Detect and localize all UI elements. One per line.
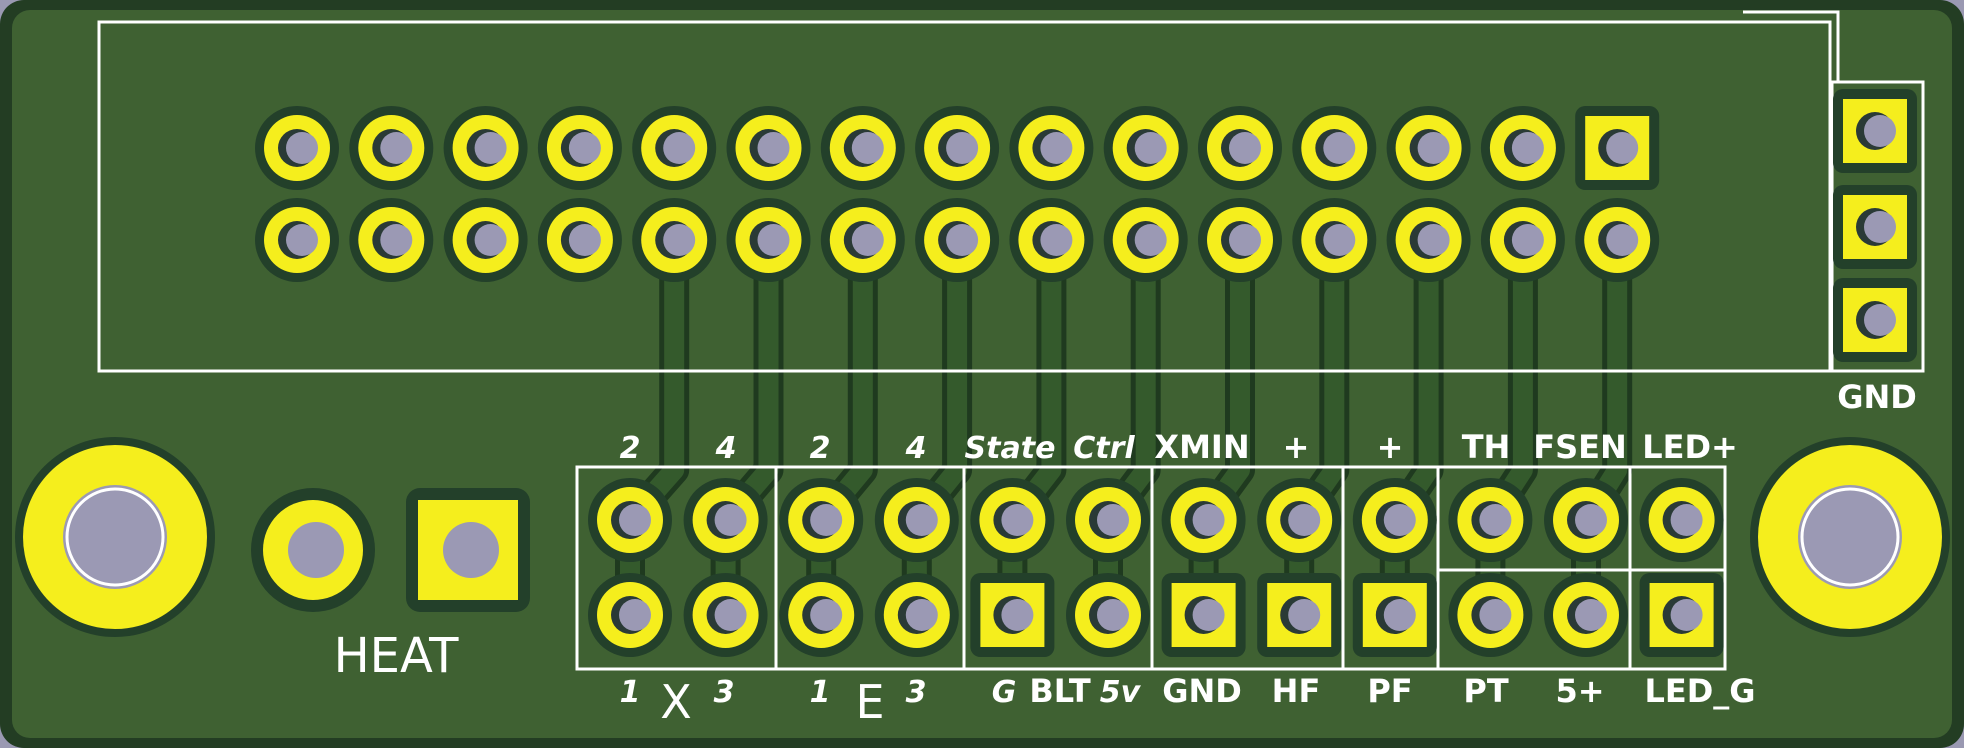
header-pad: [915, 198, 1000, 282]
connector-label-bottom: HF: [1272, 672, 1321, 710]
header-pad: [1386, 198, 1471, 282]
header-pad: [820, 198, 905, 282]
connector-label-bottom: E: [855, 675, 884, 729]
connector-label-bottom: 5+: [1555, 672, 1604, 710]
heat-label: HEAT: [334, 628, 460, 684]
connector-pad: [1161, 478, 1246, 562]
header-pad: [1480, 106, 1565, 190]
header-pad: [349, 106, 434, 190]
header-pad: [1198, 198, 1282, 282]
mounting-hole-left: [15, 437, 215, 637]
connector-label-top: XMIN: [1154, 428, 1249, 466]
gnd-header-pad: [1833, 185, 1917, 269]
connector-pad: [970, 478, 1055, 562]
connector-pad: [588, 573, 672, 657]
connector-label-top: 4: [715, 431, 737, 466]
header-pad: [349, 198, 434, 282]
header-pad: [1386, 106, 1471, 190]
connector-label-top: 4: [905, 431, 927, 466]
connector-pad: [1257, 478, 1342, 562]
header-pad: [1198, 106, 1282, 190]
header-pad: [255, 198, 339, 282]
mounting-hole-right: [1750, 437, 1950, 637]
connector-label-top: LED+: [1642, 428, 1738, 466]
header-pad: [1009, 106, 1094, 190]
connector-label-bottom: X: [660, 675, 692, 729]
header-pad: [1575, 106, 1660, 190]
bottom-connector-outline: [575, 465, 1727, 671]
header-pad: [537, 198, 622, 282]
connector-pad: [683, 478, 768, 562]
connector-label-bottom: 5v: [1100, 675, 1142, 710]
gnd-label-right: GND: [1837, 378, 1917, 416]
header-pad: [820, 106, 905, 190]
connector-pad: [970, 573, 1055, 657]
connector-label-bottom: G: [992, 675, 1017, 710]
header-pad: [1575, 198, 1660, 282]
connector-pad: [1448, 573, 1533, 657]
header-pad: [1103, 106, 1188, 190]
header-pad: [1103, 198, 1188, 282]
corner-mark: [1743, 10, 1840, 82]
gnd-header-pad: [1833, 278, 1917, 362]
connector-label-top: TH: [1462, 428, 1511, 466]
header-outline: [97, 20, 1832, 373]
connector-label-bottom: PT: [1463, 672, 1508, 710]
header-pad: [1009, 198, 1094, 282]
connector-pad: [779, 478, 864, 562]
connector-label-bottom: BLT: [1029, 672, 1090, 710]
connector-label-bottom: 1: [810, 675, 831, 710]
connector-label-bottom: LED_G: [1644, 672, 1755, 710]
gnd-header-outline: [1830, 80, 1925, 373]
connector-label-bottom: 3: [714, 675, 735, 710]
connector-pad: [874, 573, 959, 657]
connector-pad: [1352, 573, 1437, 657]
gnd-header-pad: [1833, 89, 1917, 173]
header-pad: [726, 198, 811, 282]
connector-pad: [779, 573, 864, 657]
connector-label-top: 2: [620, 431, 641, 466]
header-pad: [1292, 106, 1377, 190]
connector-pad: [1352, 478, 1437, 562]
connector-label-top: FSEN: [1533, 428, 1627, 466]
header-pad: [632, 198, 717, 282]
top-labels: 2 4 2 4 State Ctrl XMIN + + TH FSEN LED+: [620, 428, 1738, 466]
connector-pad: [1544, 573, 1628, 657]
connector-pad: [1639, 478, 1724, 562]
header-pad: [1292, 198, 1377, 282]
connector-pad: [1161, 573, 1246, 657]
connector-label-top: 2: [810, 431, 831, 466]
connector-pad: [1257, 573, 1342, 657]
header-pad: [443, 106, 528, 190]
connector-pad: [1066, 478, 1150, 562]
heat-connector: [251, 488, 530, 612]
connector-label-bottom: PF: [1367, 672, 1412, 710]
header-pad: [255, 106, 339, 190]
connector-label-bottom: 1: [620, 675, 641, 710]
header-pad: [915, 106, 1000, 190]
connector-pad: [1448, 478, 1533, 562]
connector-label-top: State: [965, 431, 1056, 466]
header-pad: [1480, 198, 1565, 282]
connector-pad: [588, 478, 672, 562]
header-pad: [537, 106, 622, 190]
header-pad: [726, 106, 811, 190]
header-pad: [443, 198, 528, 282]
connector-pad: [874, 478, 959, 562]
connector-label-top: +: [1283, 428, 1310, 466]
connector-label-top: Ctrl: [1073, 431, 1135, 466]
connector-pad: [683, 573, 768, 657]
connector-pad: [1639, 573, 1724, 657]
header-pad: [632, 106, 717, 190]
connector-label-bottom: GND: [1162, 672, 1242, 710]
connector-label-top: +: [1377, 428, 1404, 466]
connector-pad: [1066, 573, 1150, 657]
connector-pad: [1544, 478, 1628, 562]
connector-label-bottom: 3: [906, 675, 927, 710]
